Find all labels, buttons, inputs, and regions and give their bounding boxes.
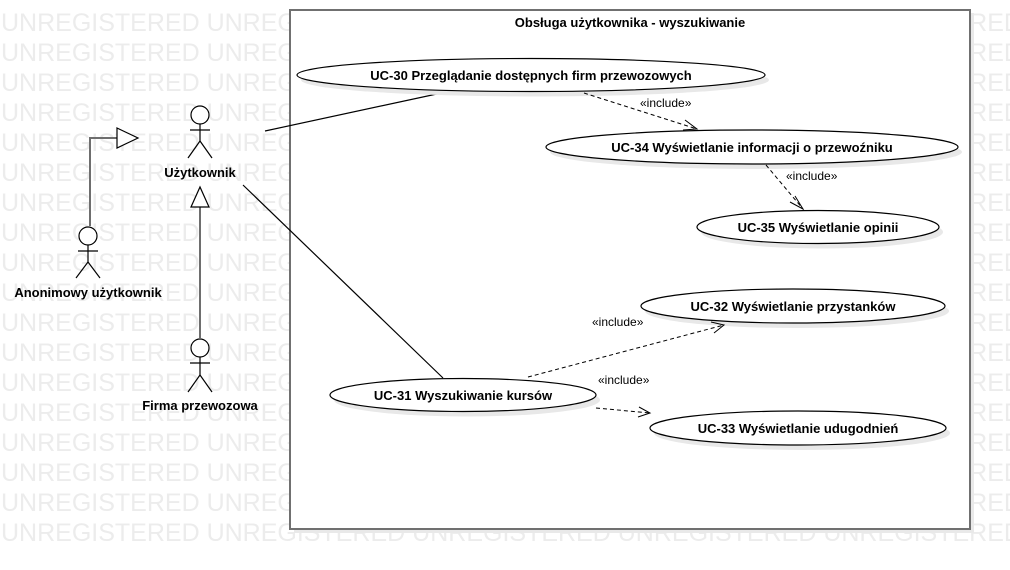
generalization-anonimowy-to-uzytkownik[interactable] xyxy=(89,127,140,226)
include-uc30-uc34[interactable]: «include» xyxy=(583,92,699,131)
include-uc34-uc35[interactable]: «include» xyxy=(765,164,838,211)
generalization-line xyxy=(89,137,117,226)
association-uzytkownik-uc31[interactable] xyxy=(242,184,444,379)
use-case-ellipse xyxy=(696,209,940,245)
include-uc31-uc33[interactable]: «include» xyxy=(595,373,652,418)
use-case-ellipse xyxy=(649,410,947,446)
actor-firma-przewozowa[interactable]: Firma przewozowa xyxy=(142,338,259,413)
use-case-uc30[interactable]: UC-30 Przeglądanie dostępnych firm przew… xyxy=(296,57,769,97)
include-line xyxy=(765,164,804,210)
open-arrowhead-icon xyxy=(789,195,805,211)
use-case-label: UC-30 Przeglądanie dostępnych firm przew… xyxy=(370,68,692,83)
include-uc31-uc32[interactable]: «include» xyxy=(527,315,726,378)
use-case-uc34[interactable]: UC-34 Wyświetlanie informacji o przewoźn… xyxy=(545,129,962,169)
open-arrowhead-icon xyxy=(682,119,699,131)
generalization-triangle-icon xyxy=(190,185,210,208)
use-case-ellipse xyxy=(329,377,597,413)
actor-uzytkownik[interactable]: Użytkownik xyxy=(164,105,237,180)
use-case-uc31[interactable]: UC-31 Wyszukiwanie kursów xyxy=(329,377,600,417)
include-label: «include» xyxy=(640,96,692,110)
stick-figure-icon xyxy=(75,226,101,279)
use-case-ellipse xyxy=(296,57,766,93)
use-case-ellipse xyxy=(545,129,959,165)
include-label: «include» xyxy=(598,373,650,387)
use-case-uc33[interactable]: UC-33 Wyświetlanie udugodnień xyxy=(649,410,950,450)
actor-label: Anonimowy użytkownik xyxy=(14,285,162,300)
use-case-label: UC-33 Wyświetlanie udugodnień xyxy=(698,421,899,436)
include-line xyxy=(583,92,698,130)
generalization-triangle-icon xyxy=(116,127,140,149)
use-case-label: UC-35 Wyświetlanie opinii xyxy=(738,220,899,235)
include-label: «include» xyxy=(592,315,644,329)
open-arrowhead-icon xyxy=(710,321,726,334)
use-case-label: UC-31 Wyszukiwanie kursów xyxy=(374,388,553,403)
actor-anonimowy-uzytkownik[interactable]: Anonimowy użytkownik xyxy=(14,226,162,300)
open-arrowhead-icon xyxy=(637,406,652,418)
actor-label: Firma przewozowa xyxy=(142,398,258,413)
use-case-uc35[interactable]: UC-35 Wyświetlanie opinii xyxy=(696,209,943,249)
system-boundary-title: Obsługa użytkownika - wyszukiwanie xyxy=(515,15,745,30)
include-line xyxy=(527,324,725,378)
use-case-label: UC-32 Wyświetlanie przystanków xyxy=(691,299,897,314)
stick-figure-icon xyxy=(187,105,213,159)
use-case-ellipse xyxy=(640,288,946,324)
generalization-firma-to-uzytkownik[interactable] xyxy=(190,185,210,338)
include-line xyxy=(595,407,651,414)
use-case-label: UC-34 Wyświetlanie informacji o przewoźn… xyxy=(611,140,893,155)
use-case-uc32[interactable]: UC-32 Wyświetlanie przystanków xyxy=(640,288,949,328)
include-label: «include» xyxy=(786,169,838,183)
association-uzytkownik-uc30[interactable] xyxy=(264,91,447,132)
stick-figure-icon xyxy=(187,338,213,393)
actor-label: Użytkownik xyxy=(164,165,236,180)
